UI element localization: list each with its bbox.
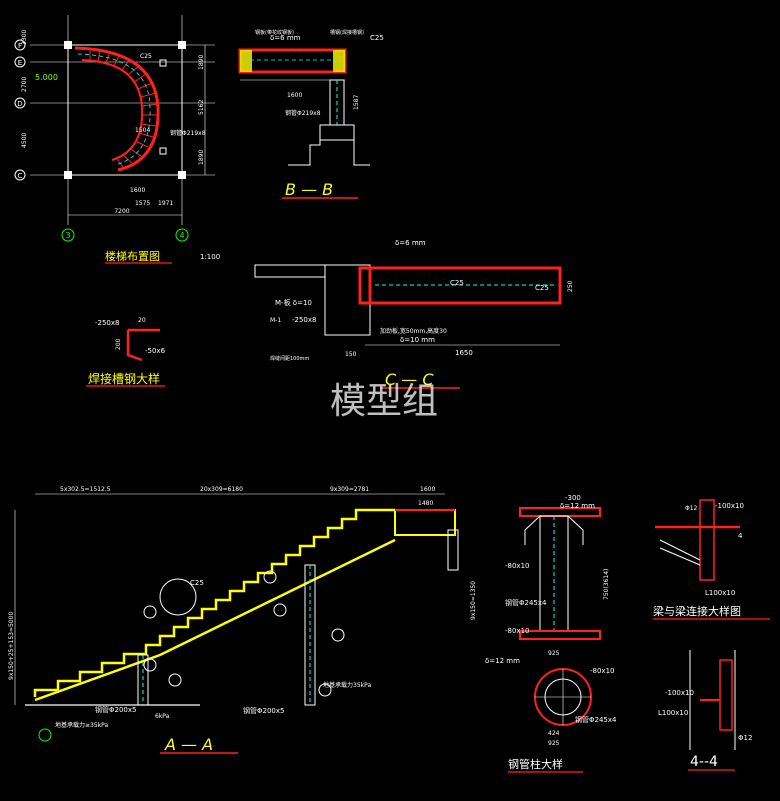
cc-1650: 1650 [455, 349, 473, 357]
axis-f: F [18, 42, 22, 50]
col-stiff: -80x10 [505, 562, 529, 570]
aa-dim2: 20x309=6180 [200, 486, 243, 493]
plan-dim-4500: 4500 [21, 133, 28, 148]
plan-1600: 1600 [130, 187, 145, 194]
plan-dim-1971: 1971 [158, 200, 173, 207]
aa-vdim: 9x150+25+153=5000 [8, 612, 15, 680]
cc-150: 150 [345, 351, 357, 358]
col-pipe: 钢管Φ245x4 [505, 598, 547, 607]
beam-b2: L100x10 [658, 709, 688, 717]
aa-dim3: 9x309=2781 [330, 486, 369, 493]
aa-1480: 1480 [418, 500, 433, 507]
beam-4: 4 [738, 532, 743, 540]
section-bb: δ=6 mm C25 钢板(带花纹钢板) 槽钢(焊接槽钢) 1600 1587 … [238, 29, 384, 199]
bb-pipe: 钢管Φ219x8 [285, 109, 321, 117]
beam-t2: L100x10 [705, 589, 735, 597]
axis-e: E [18, 59, 22, 67]
beam-detail: -100x10 L100x10 Φ12 4 梁与梁连接大样图 -100x10 L… [653, 499, 770, 771]
axis-4: 4 [179, 231, 184, 240]
cc-plate10: δ=10 mm [400, 336, 435, 344]
plan-1504: 1504 [135, 127, 150, 134]
bb-1587: 1587 [353, 95, 360, 110]
axis-3: 3 [65, 231, 70, 240]
plan-scale: 1:100 [200, 253, 220, 261]
cc-weld: 焊缝间距100mm [270, 355, 309, 362]
column-detail: -300 δ=12 mm -80x10 钢管Φ245x4 -80x10 δ=12… [485, 494, 617, 773]
aa-dim1: 5x302.5=1512.5 [60, 486, 111, 493]
plan-title: 楼梯布置图 [105, 249, 160, 263]
col-925b: 925 [548, 740, 560, 747]
section-aa: 5x302.5=1512.5 20x309=6180 9x309=2781 16… [8, 486, 477, 754]
col-424: 424 [548, 730, 560, 737]
plan-dim-r2: 5162 [198, 100, 205, 115]
plan-dim-2700: 2700 [21, 77, 28, 92]
bb-c25: C25 [370, 34, 384, 42]
col-stiff2: -80x10 [505, 627, 529, 635]
bb-1600: 1600 [287, 92, 302, 99]
col-750: 750(3614) [603, 569, 610, 600]
aa-vdim2: 9x150=1350 [470, 581, 477, 620]
col-plate: δ=12 mm [560, 502, 595, 510]
beam-t3: Φ12 [685, 505, 698, 512]
beam-b3: Φ12 [738, 734, 752, 742]
beam-title: 梁与梁连接大样图 [653, 604, 741, 618]
plan-dim-r1: 1890 [198, 55, 205, 70]
aa-pipe1: 钢管Φ200x5 [95, 705, 136, 714]
groove-detail: -250x8 -50x6 200 20 焊接槽钢大样 [86, 317, 166, 387]
cc-plate: δ=6 mm [395, 239, 426, 247]
plan-dim-1575: 1575 [135, 200, 150, 207]
plan-dim-7200: 7200 [114, 208, 129, 215]
bb-note-top: 钢板(带花纹钢板) [255, 29, 294, 36]
plan-dim-3300: 3300 [21, 30, 28, 45]
bb-plate: δ=6 mm [270, 34, 301, 42]
cc-m-plate: M-板 δ=10 [275, 298, 312, 307]
stair-plan: 5.000 F E D C 3300 2700 4500 1890 5162 1… [14, 15, 220, 264]
groove-title: 焊接槽钢大样 [88, 371, 160, 386]
beam-b1: -100x10 [665, 689, 694, 697]
aa-pa: 6kPa [155, 713, 170, 720]
groove-200: 200 [115, 338, 122, 350]
cc-m-label: M-1 [270, 317, 281, 324]
cc-c25b: C25 [535, 284, 549, 292]
aa-load2: 地基承载力≥35kPa [55, 721, 108, 729]
cc-250: 250 [567, 280, 574, 292]
cc-rib: 加劲板,宽50mm,高度30 [380, 327, 447, 335]
aa-1600: 1600 [420, 486, 435, 493]
col-top-plate: -300 [565, 494, 581, 502]
sec44-title: 4--4 [690, 754, 718, 770]
plan-dim-r3: 1890 [198, 150, 205, 165]
cc-title: C — C [385, 370, 434, 389]
cc-c25: C25 [450, 279, 464, 287]
plan-pipe: 钢管Φ219x8 [170, 129, 206, 137]
watermark: 模型组 [330, 381, 438, 422]
axis-d: D [17, 100, 22, 108]
aa-title: A — A [164, 735, 213, 754]
col-plate-h: -80x10 [590, 667, 614, 675]
bb-title: B — B [285, 180, 333, 199]
groove-plate: -250x8 [95, 319, 119, 327]
col-plate2: δ=12 mm [485, 657, 520, 665]
bb-note-side: 槽钢(焊接槽钢) [330, 29, 364, 36]
plan-level: 5.000 [35, 73, 58, 82]
column-title: 钢管柱大样 [508, 757, 563, 771]
plan-c25: C25 [140, 53, 152, 60]
beam-t1: -100x10 [715, 502, 744, 510]
cc-plate250: -250x8 [292, 316, 316, 324]
section-cc: δ=6 mm C25 C25 250 1650 150 M-板 δ=10 -25… [254, 239, 574, 389]
groove-20: 20 [138, 317, 146, 324]
axis-c: C [18, 172, 23, 180]
col-925: 925 [548, 650, 560, 657]
col-pipe2: 钢管Φ245x4 [575, 715, 617, 724]
groove-weld: -50x6 [145, 347, 166, 355]
aa-c25: C25 [190, 579, 204, 587]
aa-pipe2: 钢管Φ200x5 [243, 706, 284, 715]
aa-load1: 地基承载力35kPa [323, 681, 371, 689]
